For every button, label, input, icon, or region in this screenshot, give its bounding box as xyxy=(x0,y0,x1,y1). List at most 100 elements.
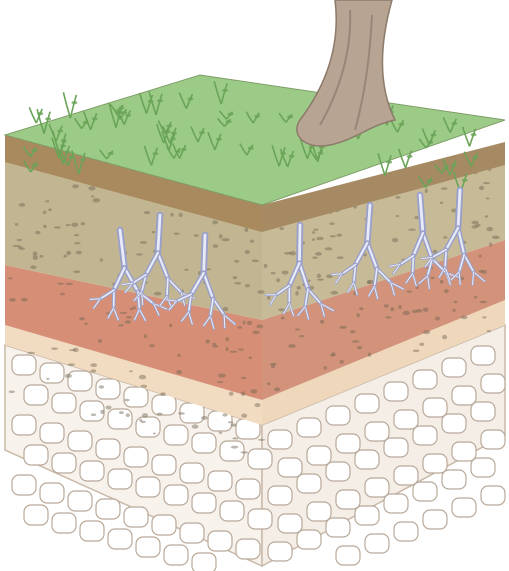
stone xyxy=(365,478,389,497)
stone xyxy=(24,385,48,405)
pebble xyxy=(60,293,65,296)
pebble xyxy=(350,330,355,333)
stone xyxy=(481,486,505,505)
pebble xyxy=(256,324,263,328)
stone xyxy=(268,542,292,561)
pebble xyxy=(154,292,162,296)
stone xyxy=(394,466,418,485)
stone xyxy=(152,455,176,475)
pebble xyxy=(289,251,296,255)
pebble xyxy=(442,335,447,339)
pebble xyxy=(234,282,241,285)
pebble xyxy=(282,271,289,275)
pebble xyxy=(99,385,105,388)
stone xyxy=(423,454,447,473)
stone xyxy=(108,469,132,489)
stone xyxy=(423,398,447,417)
pebble xyxy=(430,277,434,279)
stone xyxy=(12,415,36,435)
pebble xyxy=(316,237,324,240)
pebble xyxy=(19,203,26,207)
pebble xyxy=(222,238,230,241)
pebble xyxy=(392,238,398,242)
pebble xyxy=(339,326,347,329)
stone xyxy=(365,422,389,441)
stone xyxy=(236,479,260,499)
pebble xyxy=(152,231,156,233)
pebble xyxy=(279,227,284,230)
stone xyxy=(136,537,160,557)
pebble xyxy=(452,309,455,312)
pebble xyxy=(51,347,58,350)
pebble xyxy=(139,375,146,380)
stone xyxy=(307,502,331,521)
pebble xyxy=(271,364,275,368)
pebble xyxy=(295,328,300,330)
pebble xyxy=(257,290,264,294)
pebble xyxy=(35,231,40,234)
pebble xyxy=(406,291,412,293)
stone xyxy=(248,449,272,469)
pebble xyxy=(91,413,96,416)
stone xyxy=(394,410,418,429)
pebble xyxy=(325,247,333,250)
pebble xyxy=(81,222,85,225)
pebble xyxy=(100,258,103,262)
pebble xyxy=(231,424,237,427)
pebble xyxy=(479,255,482,258)
stone xyxy=(192,433,216,453)
stone xyxy=(336,434,360,453)
stone xyxy=(68,491,92,511)
stone xyxy=(12,355,36,375)
pebble xyxy=(176,370,182,374)
pebble xyxy=(106,406,112,410)
pebble xyxy=(124,399,129,402)
grass-tuft xyxy=(29,107,43,123)
stone xyxy=(40,423,64,443)
stone xyxy=(307,446,331,465)
pebble xyxy=(352,340,360,343)
stone xyxy=(452,442,476,461)
pebble xyxy=(21,298,28,302)
pebble xyxy=(226,347,229,351)
pebble xyxy=(267,296,271,300)
pebble xyxy=(444,289,449,293)
pebble xyxy=(140,241,147,244)
stone xyxy=(96,499,120,519)
pebble xyxy=(219,432,223,434)
stone xyxy=(164,545,188,565)
pebble xyxy=(368,353,371,357)
stone xyxy=(413,426,437,445)
pebble xyxy=(18,245,22,248)
stone xyxy=(297,418,321,437)
pebble xyxy=(330,235,336,237)
pebble xyxy=(330,354,334,356)
pebble xyxy=(126,316,132,319)
pebble xyxy=(9,391,15,394)
pebble xyxy=(212,220,218,224)
stone xyxy=(326,406,350,425)
pebble xyxy=(140,385,147,388)
stone xyxy=(355,450,379,469)
stone xyxy=(365,534,389,553)
pebble xyxy=(192,424,199,428)
pebble xyxy=(98,339,102,343)
stone xyxy=(471,458,495,477)
pebble xyxy=(160,392,165,395)
stone xyxy=(136,477,160,497)
stone xyxy=(108,529,132,549)
pebble xyxy=(324,366,327,370)
pebble xyxy=(241,391,245,396)
pebble xyxy=(74,234,79,236)
pebble xyxy=(297,286,301,290)
pebble xyxy=(65,374,72,378)
stone xyxy=(24,445,48,465)
pebble xyxy=(48,208,52,211)
stone xyxy=(423,510,447,529)
stone xyxy=(297,474,321,493)
pebble xyxy=(245,284,250,287)
stone xyxy=(180,523,204,543)
stone xyxy=(52,513,76,533)
pebble xyxy=(240,451,248,453)
